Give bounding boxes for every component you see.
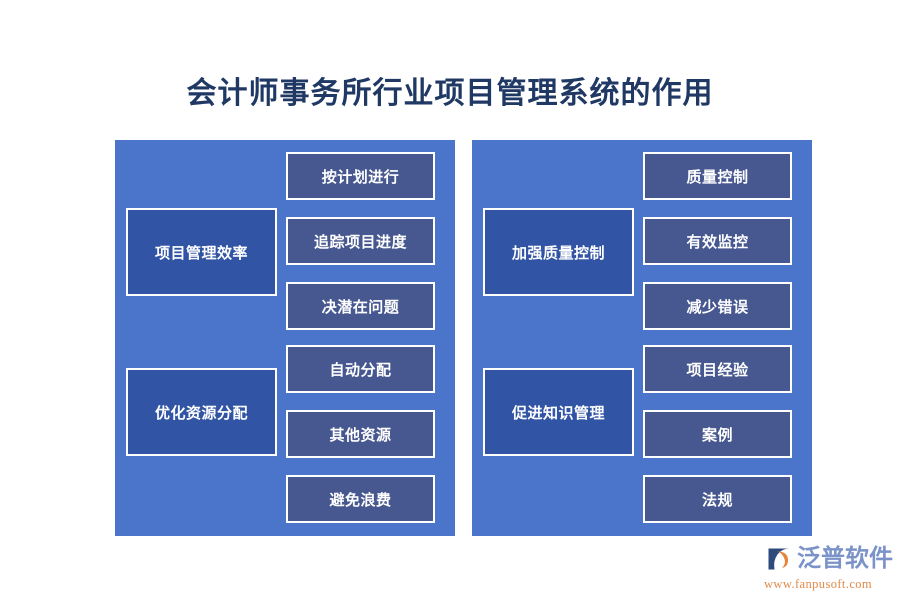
category-box-quality-control[interactable]: 加强质量控制 (483, 208, 634, 296)
item-chip[interactable]: 质量控制 (643, 152, 792, 200)
item-chip[interactable]: 减少错误 (643, 282, 792, 330)
category-label: 项目管理效率 (154, 245, 248, 262)
item-label: 避免浪费 (329, 492, 392, 509)
item-label: 其他资源 (329, 427, 392, 444)
category-label: 促进知识管理 (511, 405, 605, 422)
item-chip[interactable]: 追踪项目进度 (286, 217, 435, 265)
item-chip[interactable]: 其他资源 (286, 410, 435, 458)
item-label: 追踪项目进度 (313, 234, 407, 251)
brand-url: www.fanpusoft.com (764, 577, 873, 591)
category-box-resource-allocation[interactable]: 优化资源分配 (126, 368, 277, 456)
item-label: 法规 (701, 492, 733, 509)
category-box-knowledge-management[interactable]: 促进知识管理 (483, 368, 634, 456)
item-chip[interactable]: 项目经验 (643, 345, 792, 393)
brand-logo-row: 泛普软件 (764, 543, 894, 575)
category-label: 优化资源分配 (154, 405, 248, 422)
page-title: 会计师事务所行业项目管理系统的作用 (186, 77, 714, 110)
right-panel: 加强质量控制 质量控制 有效监控 减少错误 促进知识管理 项目经验 案例 法规 (472, 140, 812, 536)
item-chip[interactable]: 有效监控 (643, 217, 792, 265)
item-chip[interactable]: 自动分配 (286, 345, 435, 393)
category-box-project-efficiency[interactable]: 项目管理效率 (126, 208, 277, 296)
item-chip[interactable]: 案例 (643, 410, 792, 458)
item-label: 项目经验 (686, 362, 749, 379)
item-label: 决潜在问题 (321, 299, 400, 316)
item-chip[interactable]: 避免浪费 (286, 475, 435, 523)
item-label: 按计划进行 (321, 169, 400, 186)
item-chip[interactable]: 决潜在问题 (286, 282, 435, 330)
category-label: 加强质量控制 (511, 245, 605, 262)
item-label: 减少错误 (686, 299, 749, 316)
item-label: 质量控制 (686, 169, 749, 186)
fanpu-logo-icon (768, 548, 790, 570)
item-label: 案例 (701, 427, 733, 444)
item-chip[interactable]: 法规 (643, 475, 792, 523)
brand-name: 泛普软件 (797, 546, 893, 572)
item-chip[interactable]: 按计划进行 (286, 152, 435, 200)
item-label: 有效监控 (686, 234, 749, 251)
brand-logo[interactable]: 泛普软件 www.fanpusoft.com (764, 543, 894, 593)
left-panel: 项目管理效率 按计划进行 追踪项目进度 决潜在问题 优化资源分配 自动分配 其他… (115, 140, 455, 536)
item-label: 自动分配 (329, 362, 392, 379)
